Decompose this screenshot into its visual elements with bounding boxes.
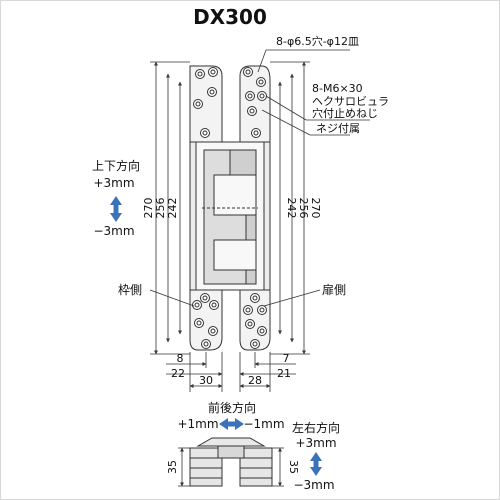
dim-right-270: 270	[309, 198, 322, 219]
label-front-back-plus: +1mm	[177, 417, 218, 431]
label-frame-side: 枠側	[118, 283, 142, 297]
frame-side-leader	[149, 289, 195, 307]
dim-side-35-right: 35	[287, 460, 300, 474]
left-top-leaf	[189, 65, 223, 143]
label-vertical-minus: −3mm	[93, 224, 134, 238]
label-left-right-minus: −3mm	[293, 478, 334, 492]
door-side-leader	[263, 289, 321, 307]
label-left-right-plus: +3mm	[295, 436, 336, 450]
dim-bottom-22: 22	[171, 367, 185, 380]
left-right-arrow-icon	[310, 452, 322, 476]
label-vertical-title: 上下方向	[92, 158, 140, 173]
label-screw-included: ネジ付属	[316, 122, 360, 135]
left-dimension-lines	[150, 61, 190, 355]
title: DX300	[193, 5, 267, 29]
dim-bottom-8: 8	[177, 352, 184, 365]
label-left-right-title: 左右方向	[292, 420, 340, 435]
vertical-arrow-icon	[110, 196, 122, 222]
label-front-back-title: 前後方向	[208, 400, 256, 415]
bottom-dimension-lines	[166, 352, 296, 392]
dim-right-256: 256	[297, 198, 310, 219]
label-bolt-line3: 穴付止めねじ	[312, 106, 378, 120]
label-front-back-minus: −1mm	[243, 417, 284, 431]
screw-holes	[192, 67, 267, 349]
hinge-front-view	[189, 65, 271, 351]
dim-bottom-21: 21	[277, 367, 291, 380]
callout-lines	[257, 49, 370, 136]
front-back-arrow-icon	[219, 418, 244, 430]
dim-bottom-7: 7	[283, 352, 290, 365]
dim-left-256: 256	[154, 198, 167, 219]
dim-bottom-28: 28	[248, 374, 262, 387]
label-vertical-plus: +3mm	[93, 176, 134, 190]
dim-left-242: 242	[166, 198, 179, 219]
dim-side-35-left: 35	[166, 460, 179, 474]
label-door-side: 扉側	[322, 283, 346, 297]
label-bolt-line2: ヘクサロビュラ	[312, 95, 389, 108]
dim-left-270: 270	[142, 198, 155, 219]
label-bolt-line1: 8-M6×30	[312, 82, 363, 95]
right-dimension-lines	[270, 61, 310, 355]
hinge-top-view	[178, 437, 284, 487]
label-screw-hole: 8-φ6.5穴-φ12皿	[276, 34, 359, 48]
dim-right-242: 242	[285, 198, 298, 219]
dim-bottom-30: 30	[199, 374, 213, 387]
